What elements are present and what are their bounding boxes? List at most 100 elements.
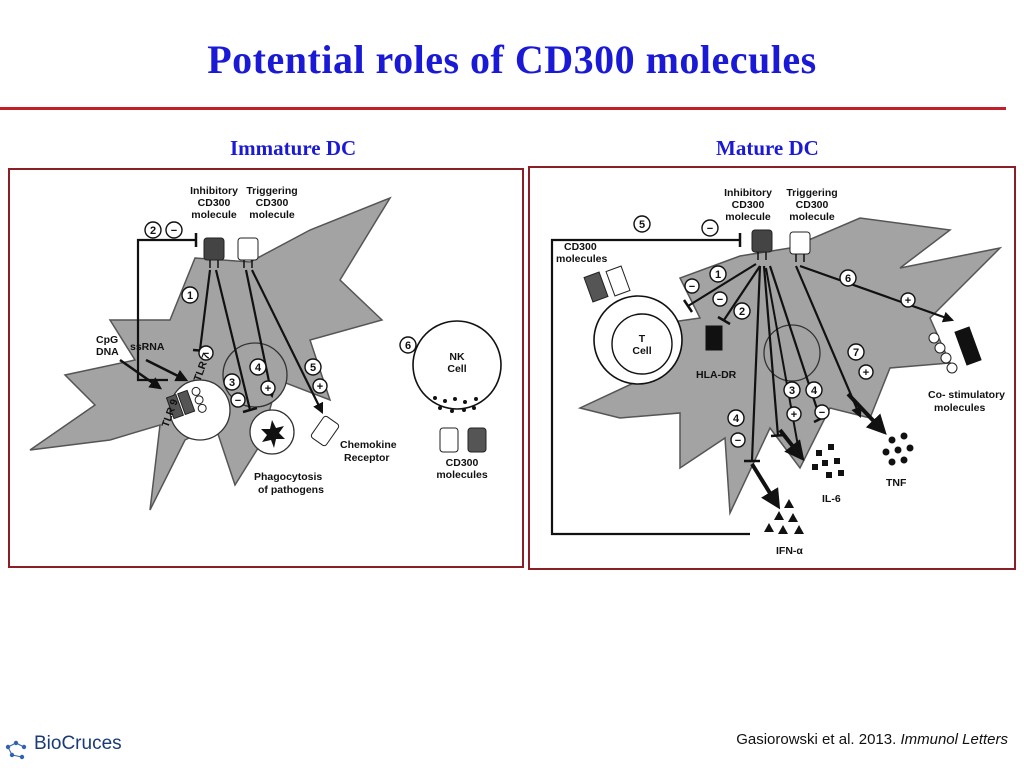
- ifn-alpha-cytokines-icon: [764, 499, 804, 534]
- svg-text:4: 4: [733, 413, 740, 425]
- svg-text:Chemokine: Chemokine: [340, 439, 397, 451]
- svg-text:CD300: CD300: [732, 199, 765, 211]
- nk-cell: [412, 320, 502, 410]
- svg-text:Inhibitory: Inhibitory: [190, 185, 238, 197]
- svg-text:molecule: molecule: [725, 211, 771, 223]
- feedback-line-5: [550, 238, 750, 536]
- triggering-label-3: molecule: [249, 209, 295, 221]
- svg-text:Inhibitory: Inhibitory: [724, 187, 772, 199]
- svg-text:Receptor: Receptor: [344, 452, 390, 464]
- svg-text:Cell: Cell: [447, 363, 466, 375]
- svg-text:IL-6: IL-6: [822, 493, 841, 505]
- svg-text:−: −: [203, 348, 209, 360]
- svg-text:molecules: molecules: [556, 253, 608, 265]
- t-cell-inhibitory-receptor-icon: [583, 271, 609, 303]
- step-4-badge: [805, 381, 823, 399]
- svg-text:−: −: [689, 281, 695, 293]
- citation-authors: Gasiorowski et al. 2013.: [736, 731, 901, 748]
- svg-text:IFN-α: IFN-α: [776, 545, 803, 557]
- costimulatory-molecules-icon: [928, 326, 982, 374]
- citation: Gasiorowski et al. 2013. Immunol Letters: [736, 731, 1008, 748]
- step-3-badge: [783, 381, 801, 399]
- mature-dc-panel: T Cell CD300 molecules HLA-DR Inhibitory…: [528, 166, 1016, 570]
- svg-text:molecule: molecule: [789, 211, 835, 223]
- svg-text:−: −: [819, 407, 825, 419]
- svg-text:3: 3: [789, 385, 795, 397]
- triggering-receptor-icon: [789, 231, 811, 255]
- svg-text:Cell: Cell: [632, 345, 651, 357]
- triggering-label-2: CD300: [256, 197, 289, 209]
- slide-title: Potential roles of CD300 molecules: [207, 37, 817, 82]
- svg-text:TNF: TNF: [886, 477, 907, 489]
- svg-text:7: 7: [853, 347, 859, 359]
- step-6-badge: [399, 336, 417, 354]
- svg-text:4: 4: [255, 362, 262, 374]
- immature-dc-diagram: Inhibitory CD300 molecule Triggering CD3…: [29, 185, 502, 511]
- inhibitory-receptor-icon: [751, 229, 773, 253]
- svg-text:+: +: [905, 295, 911, 307]
- il6-cytokines-icon: [812, 444, 844, 478]
- svg-text:−: −: [735, 435, 741, 447]
- svg-text:Phagocytosis: Phagocytosis: [254, 471, 322, 483]
- citation-journal: Immunol Letters: [900, 731, 1008, 748]
- svg-text:4: 4: [811, 385, 818, 397]
- biocruces-logo-text: BioCruces: [34, 733, 122, 754]
- svg-text:CD300: CD300: [796, 199, 829, 211]
- svg-text:molecule: molecule: [191, 209, 237, 221]
- biocruces-logo: BioCruces: [4, 733, 134, 763]
- svg-text:5: 5: [310, 362, 316, 374]
- step-5-badge: [633, 215, 651, 233]
- svg-text:molecule: molecule: [249, 209, 295, 221]
- pathogen-star-icon: [261, 420, 285, 448]
- svg-text:1: 1: [187, 290, 193, 302]
- mature-dc-diagram: T Cell CD300 molecules HLA-DR Inhibitory…: [550, 187, 1005, 557]
- svg-text:−: −: [235, 395, 241, 407]
- svg-text:NK: NK: [449, 351, 465, 363]
- svg-text:CD300: CD300: [446, 457, 479, 469]
- step-4-badge-left: [727, 409, 745, 427]
- svg-text:molecules: molecules: [436, 469, 488, 481]
- inhibitory-receptor-icon: [203, 237, 225, 261]
- mature-dc-heading: Mature DC: [716, 136, 819, 160]
- svg-text:1: 1: [715, 269, 721, 281]
- nk-inhibitory-receptor-icon: [467, 427, 487, 453]
- nk-triggering-receptor-icon: [439, 427, 459, 453]
- svg-text:of pathogens: of pathogens: [258, 484, 324, 496]
- svg-text:2: 2: [150, 225, 156, 237]
- svg-text:6: 6: [405, 340, 411, 352]
- svg-text:T: T: [639, 333, 646, 345]
- step-4-badge: [249, 358, 267, 376]
- title-divider: [0, 107, 1006, 110]
- svg-text:DNA: DNA: [96, 346, 119, 358]
- hla-dr-icon: [705, 325, 723, 351]
- svg-text:5: 5: [639, 219, 645, 231]
- step-2-badge: [733, 302, 751, 320]
- svg-text:CD300: CD300: [256, 197, 289, 209]
- svg-text:ssRNA: ssRNA: [130, 341, 165, 353]
- step-1-badge: [709, 265, 727, 283]
- inhibitory-label-2: CD300: [198, 197, 231, 209]
- triggering-label-1: Triggering: [246, 185, 297, 197]
- svg-text:+: +: [317, 381, 323, 393]
- svg-text:+: +: [791, 409, 797, 421]
- immature-dc-heading: Immature DC: [230, 136, 357, 160]
- svg-text:CD300: CD300: [198, 197, 231, 209]
- svg-text:−: −: [171, 225, 177, 237]
- svg-text:3: 3: [229, 377, 235, 389]
- t-cell-triggering-receptor-icon: [605, 265, 631, 297]
- svg-text:−: −: [717, 294, 723, 306]
- step-6-badge: [839, 269, 857, 287]
- svg-text:−: −: [707, 223, 713, 235]
- immature-dc-panel: Inhibitory CD300 molecule Triggering CD3…: [8, 168, 524, 568]
- step-2-badge: [144, 221, 162, 239]
- svg-text:CD300: CD300: [564, 241, 597, 253]
- step-1-badge: [181, 286, 199, 304]
- svg-text:molecules: molecules: [934, 402, 986, 414]
- tlr-receptors-icon: [165, 386, 207, 420]
- svg-text:+: +: [863, 367, 869, 379]
- svg-text:Co- stimulatory: Co- stimulatory: [928, 389, 1005, 401]
- svg-text:HLA-DR: HLA-DR: [696, 369, 737, 381]
- biocruces-molecule-icon: [5, 740, 27, 760]
- svg-text:Triggering: Triggering: [786, 187, 837, 199]
- svg-text:CpG: CpG: [96, 334, 118, 346]
